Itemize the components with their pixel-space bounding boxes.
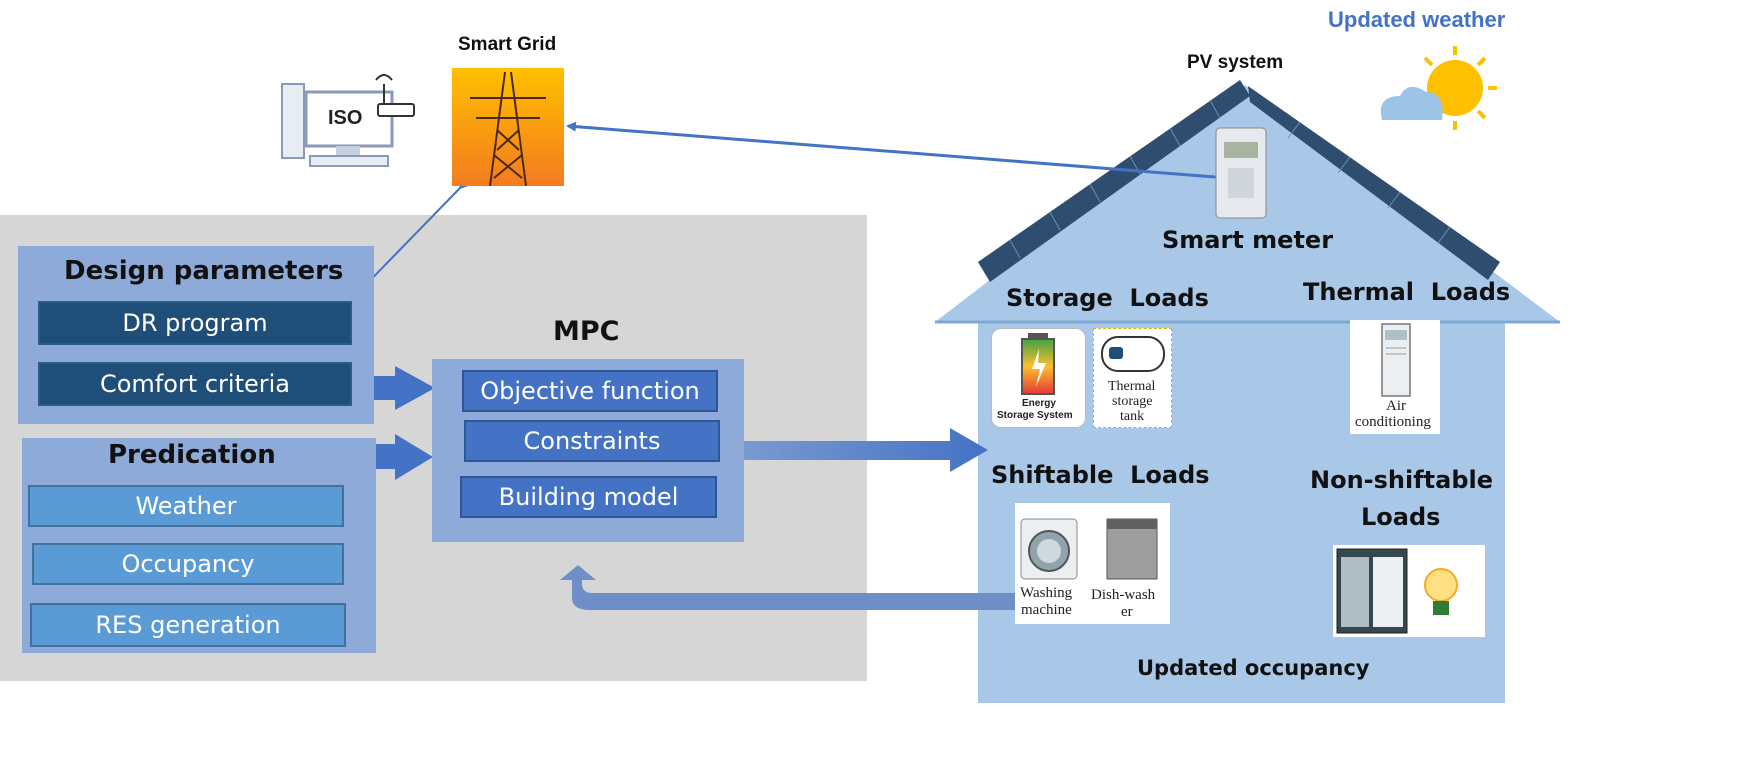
res-generation-box: RES generation	[30, 603, 346, 647]
sun-cloud-icon	[1380, 46, 1497, 130]
dr-program-box: DR program	[38, 301, 352, 345]
ess-label-2: Storage System	[997, 410, 1073, 421]
air-conditioner-icon	[1381, 323, 1411, 397]
ac-label-1: Air	[1386, 398, 1406, 414]
comfort-criteria-box: Comfort criteria	[38, 362, 352, 406]
feedback-arrow	[560, 565, 1015, 610]
computer-icon	[281, 74, 415, 167]
iso-label: ISO	[328, 107, 363, 129]
dishwasher-label-1: Dish-wash	[1091, 587, 1156, 603]
appliances-icon	[1020, 518, 1158, 580]
shiftable-appliances-image: Washing machine Dish-wash er	[1015, 503, 1170, 624]
thermal-storage-tank-image: Thermal storage tank	[1093, 328, 1172, 428]
washing-machine-label-1: Washing	[1020, 585, 1073, 601]
shiftable-loads-title: Shiftable Loads	[991, 461, 1210, 489]
energy-storage-system-image: Energy Storage System	[991, 328, 1086, 428]
smart-meter-icon	[1215, 127, 1267, 219]
ac-label-2: conditioning	[1355, 414, 1431, 430]
water-tank-icon	[1101, 336, 1165, 372]
mpc-to-house-arrow	[735, 428, 988, 472]
smart-meter-label: Smart meter	[1162, 226, 1334, 254]
air-conditioning-image: Air conditioning	[1350, 320, 1440, 434]
battery-icon	[1021, 333, 1055, 395]
prediction-title: Predication	[108, 440, 276, 470]
ess-label-1: Energy	[1022, 398, 1056, 409]
storage-loads-title: Storage Loads	[1006, 284, 1209, 312]
updated-weather-label: Updated weather	[1328, 7, 1506, 32]
tank-label-3: tank	[1120, 409, 1145, 424]
pv-system-label: PV system	[1187, 52, 1284, 73]
tank-label-1: Thermal	[1108, 379, 1156, 394]
mpc-title: MPC	[553, 316, 620, 347]
tank-label-2: storage	[1112, 394, 1153, 409]
nonshiftable-appliances-image	[1333, 545, 1485, 637]
design-parameters-title: Design parameters	[64, 256, 344, 286]
occupancy-box: Occupancy	[32, 543, 344, 585]
constraints-box: Constraints	[464, 420, 720, 462]
smart-grid-label: Smart Grid	[458, 34, 557, 55]
prediction-to-mpc-arrow	[362, 434, 433, 480]
nonshiftable-loads-title-2: Loads	[1361, 503, 1441, 531]
design-to-mpc-arrow	[365, 366, 435, 410]
washing-machine-label-2: machine	[1021, 602, 1072, 618]
nonshiftable-loads-title-1: Non-shiftable	[1310, 466, 1494, 494]
thermal-loads-title: Thermal Loads	[1303, 278, 1511, 306]
fridge-bulb-icon	[1336, 548, 1458, 634]
objective-function-box: Objective function	[462, 370, 718, 412]
transmission-tower-icon	[452, 68, 564, 186]
grid-meter-connector	[566, 121, 1224, 183]
solar-panel-right	[1248, 86, 1500, 280]
updated-occupancy-label: Updated occupancy	[1137, 656, 1370, 680]
building-model-box: Building model	[460, 476, 717, 518]
weather-box: Weather	[28, 485, 344, 527]
dishwasher-label-2: er	[1121, 604, 1133, 620]
